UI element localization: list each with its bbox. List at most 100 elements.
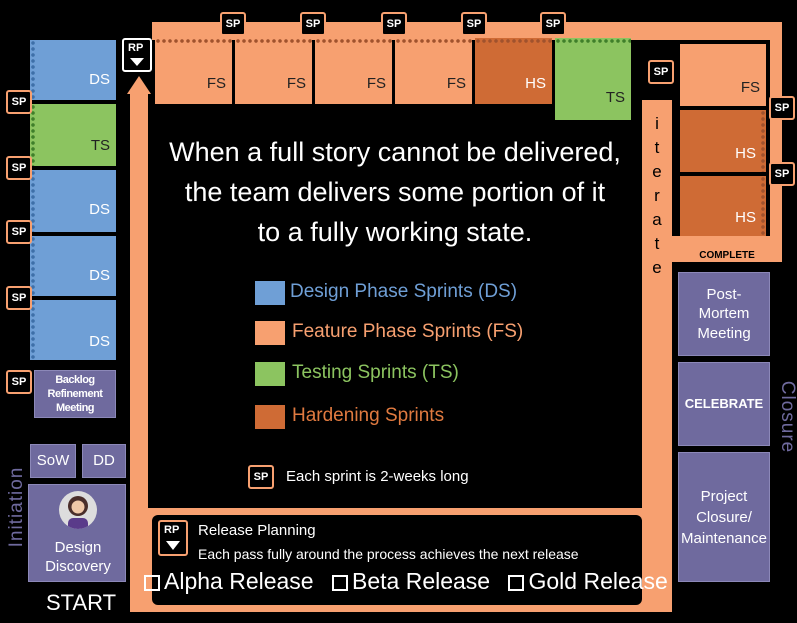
project-closure-line3: Maintenance <box>681 529 767 547</box>
left-sprint-1: DS <box>30 40 116 100</box>
sp-note: Each sprint is 2-weeks long <box>286 468 469 485</box>
sp-marker: SP <box>6 370 32 394</box>
design-discovery-line1: Design <box>54 539 102 556</box>
gold-release-label: Gold Release <box>528 568 668 594</box>
iterate-letter: t <box>654 138 660 157</box>
post-mortem-line3: Meeting <box>697 324 751 342</box>
iterate-letter: r <box>654 186 660 205</box>
backlog-line2: Refinement Meeting <box>47 387 103 415</box>
top-sprint-6: TS <box>555 38 631 120</box>
left-sprint-3: DS <box>30 170 116 232</box>
sp-marker: SP <box>461 12 487 36</box>
sprint-label: HS <box>525 75 546 92</box>
iterate-letter: a <box>652 210 662 229</box>
post-mortem-line2: Mortem <box>698 305 750 323</box>
track-left <box>130 90 148 510</box>
top-sprint-5: HS <box>475 38 552 104</box>
main-statement: When a full story cannot be delivered, t… <box>150 132 640 252</box>
project-closure-line1: Project <box>700 487 748 505</box>
legend-feature: Feature Phase Sprints (FS) <box>292 321 524 342</box>
iterate-letter: e <box>652 162 662 181</box>
track-complete-band <box>672 236 782 262</box>
sprint-label: FS <box>286 75 306 92</box>
sp-legend-marker: SP <box>248 465 274 489</box>
legend-swatch-design <box>255 281 285 305</box>
sprint-label: FS <box>366 75 386 92</box>
post-mortem-box: Post- Mortem Meeting <box>678 272 770 356</box>
sow-label: SoW <box>36 452 70 470</box>
designer-avatar <box>59 491 97 529</box>
backlog-line1: Backlog <box>55 373 95 386</box>
sprint-label: DS <box>89 71 110 88</box>
right-sprint-2: HS <box>680 110 766 172</box>
sp-marker: SP <box>300 12 326 36</box>
sp-marker: SP <box>769 96 795 120</box>
sp-marker: SP <box>6 156 32 180</box>
sprint-label: TS <box>605 89 625 106</box>
release-title: Release Planning <box>198 522 316 539</box>
initiation-label: Initiation <box>6 466 27 548</box>
beta-release-label: Beta Release <box>352 568 491 594</box>
sow-box: SoW <box>30 444 76 478</box>
top-sprint-4: FS <box>395 38 472 104</box>
sprint-label: DS <box>89 333 110 350</box>
checkbox-icon <box>332 575 348 591</box>
sprint-label: TS <box>90 137 110 154</box>
sprint-label: HS <box>735 209 756 226</box>
sp-marker: SP <box>6 90 32 114</box>
track-right-outer <box>770 22 782 262</box>
left-sprint-4: DS <box>30 236 116 296</box>
iterate-letter: i <box>655 114 659 133</box>
iterate-label: i t e r a t e <box>642 112 672 280</box>
top-sprint-3: FS <box>315 38 392 104</box>
dd-box: DD <box>82 444 126 478</box>
sp-marker: SP <box>769 162 795 186</box>
alpha-release-label: Alpha Release <box>164 568 314 594</box>
sp-marker: SP <box>648 60 674 84</box>
release-panel <box>152 515 642 605</box>
sprint-label: FS <box>446 75 466 92</box>
sprint-label: FS <box>740 79 760 96</box>
sprint-label: HS <box>735 145 756 162</box>
left-sprint-5: DS <box>30 300 116 360</box>
iterate-letter: t <box>654 234 660 253</box>
iterate-letter: e <box>652 258 662 277</box>
legend-hardening: Hardening Sprints <box>292 405 445 426</box>
design-discovery-box: Design Discovery <box>28 484 126 582</box>
main-line2: the team delivers some portion of it <box>184 177 606 207</box>
right-sprint-1: FS <box>680 44 766 106</box>
sp-marker: SP <box>540 12 566 36</box>
gold-release-checkbox[interactable]: Gold Release <box>508 568 668 594</box>
checkbox-icon <box>144 575 160 591</box>
design-discovery-line2: Discovery <box>45 557 111 575</box>
start-label: START <box>46 590 117 615</box>
release-options: Alpha Release Beta Release Gold Release <box>144 568 668 595</box>
legend-testing: Testing Sprints (TS) <box>292 362 459 383</box>
project-closure-box: Project Closure/ Maintenance <box>678 452 770 582</box>
legend-swatch-testing <box>255 362 285 386</box>
project-closure-line2: Closure/ <box>696 508 752 526</box>
rp-marker-top: RP <box>122 38 152 72</box>
left-sprint-2: TS <box>30 104 116 166</box>
post-mortem-line1: Post- <box>706 285 742 303</box>
checkbox-icon <box>508 575 525 591</box>
legend-design: Design Phase Sprints (DS) <box>290 281 518 302</box>
legend-swatch-hardening <box>255 405 285 429</box>
top-sprint-2: FS <box>235 38 312 104</box>
complete-label: COMPLETE <box>699 250 755 261</box>
celebrate-label: CELEBRATE <box>684 395 764 411</box>
rp-label: RP <box>164 524 180 536</box>
beta-release-checkbox[interactable]: Beta Release <box>332 568 490 594</box>
dd-label: DD <box>93 452 115 470</box>
rp-marker-bottom: RP <box>158 520 188 556</box>
release-desc: Each pass fully around the process achie… <box>198 546 579 562</box>
track-arrow-up <box>127 76 151 94</box>
sp-marker: SP <box>6 220 32 244</box>
alpha-release-checkbox[interactable]: Alpha Release <box>144 568 314 594</box>
backlog-refinement-box: Backlog Refinement Meeting <box>34 370 116 418</box>
top-sprint-1: FS <box>155 38 232 104</box>
right-sprint-3: HS <box>680 176 766 236</box>
sp-marker: SP <box>220 12 246 36</box>
sp-marker: SP <box>6 286 32 310</box>
legend-swatch-feature <box>255 321 285 345</box>
